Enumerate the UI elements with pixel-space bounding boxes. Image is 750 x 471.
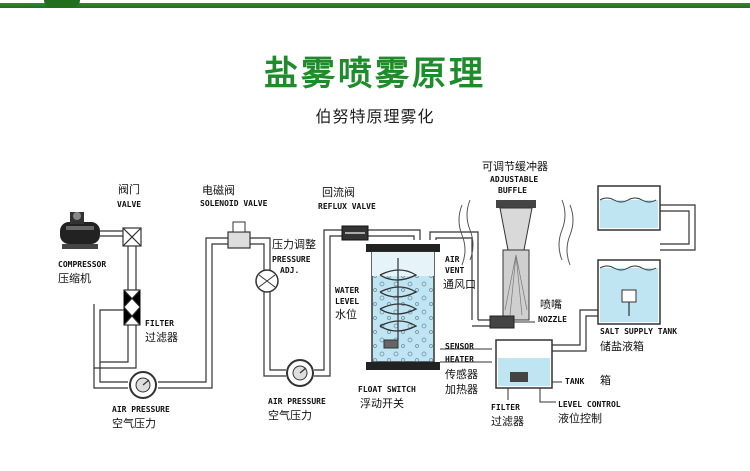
- water-level-label-cn: 水位: [335, 307, 357, 321]
- heater-label-cn: 加热器: [445, 383, 478, 396]
- air-pressure-2-label-cn: 空气压力: [268, 408, 312, 422]
- salt-tank-label-en: SALT SUPPLY TANK: [600, 327, 677, 336]
- tank-label-cn: 箱: [600, 373, 611, 387]
- air-vent-label-en2: VENT: [445, 266, 464, 275]
- solenoid-label-cn: 电磁阀: [202, 183, 235, 197]
- compressor-unit: [60, 212, 100, 249]
- filter-2-label-en: FILTER: [491, 403, 520, 412]
- heater-label-en: HEATER: [445, 355, 474, 364]
- filter-label-cn: 过滤器: [145, 331, 178, 344]
- filter-icon: [123, 289, 141, 326]
- air-vent-label-en1: AIR: [445, 255, 460, 264]
- pressure-regulator-icon: [255, 269, 279, 293]
- reflux-label-en: REFLUX VALVE: [318, 202, 376, 211]
- nozzle-icon: [489, 315, 535, 329]
- level-control-label-cn: 液位控制: [558, 411, 602, 425]
- compressor-label-cn: 压缩机: [58, 271, 91, 285]
- compressor-label-en: COMPRESSOR: [58, 260, 106, 269]
- collection-tank: [495, 339, 553, 389]
- page-title: 盐雾喷雾原理: [264, 54, 486, 94]
- pressure-adj-label-en1: PRESSURE: [272, 255, 311, 264]
- top-bar-accent: [44, 0, 80, 8]
- sensor-label-en: SENSOR: [445, 342, 474, 351]
- air-pipe-network: [93, 204, 696, 389]
- filter-2-label-cn: 过滤器: [491, 415, 524, 428]
- sensor-label-cn: 传感器: [445, 368, 478, 381]
- page-subtitle: 伯努特原理雾化: [315, 107, 435, 126]
- air-pressure-1-label-en: AIR PRESSURE: [112, 405, 170, 414]
- air-vent-label-cn: 通风口: [443, 278, 476, 291]
- air-pressure-2-label-en: AIR PRESSURE: [268, 397, 326, 406]
- top-bar: [0, 0, 750, 10]
- salt-supply-tank: [597, 185, 661, 325]
- solenoid-valve-icon: [227, 221, 251, 249]
- reflux-label-cn: 回流阀: [322, 185, 355, 199]
- solenoid-label-en: SOLENOID VALVE: [200, 199, 268, 208]
- air-pressure-gauge-2: [286, 359, 314, 387]
- adjustable-buffle-icon: [458, 199, 574, 321]
- tank-label-en: TANK: [565, 377, 584, 386]
- air-pressure-gauge-1: [129, 371, 157, 399]
- adjustable-label-en2: BUFFLE: [498, 186, 527, 195]
- filter-label-en: FILTER: [145, 319, 174, 328]
- adjustable-label-en1: ADJUSTABLE: [490, 175, 538, 184]
- adjustable-label-cn: 可调节缓冲器: [482, 159, 548, 173]
- pressure-adj-label-cn: 压力调整: [272, 237, 316, 251]
- float-switch-label-cn: 浮动开关: [360, 396, 404, 410]
- reflux-valve-icon: [341, 225, 369, 241]
- water-chamber: [366, 244, 440, 370]
- pressure-adj-label-en2: ADJ.: [280, 266, 299, 275]
- float-switch-label-en: FLOAT SWITCH: [358, 385, 416, 394]
- nozzle-label-cn: 喷嘴: [540, 298, 562, 311]
- valve-label-en: VALVE: [117, 200, 141, 209]
- air-pressure-1-label-cn: 空气压力: [112, 416, 156, 430]
- nozzle-label-en: NOZZLE: [538, 315, 567, 324]
- water-level-label-en2: LEVEL: [335, 297, 359, 306]
- water-level-label-en1: WATER: [335, 286, 359, 295]
- level-control-label-en: LEVEL CONTROL: [558, 400, 621, 409]
- valve-label-cn: 阀门: [118, 182, 140, 196]
- valve-icon: [122, 227, 142, 247]
- salt-tank-label-cn: 储盐液箱: [600, 339, 644, 353]
